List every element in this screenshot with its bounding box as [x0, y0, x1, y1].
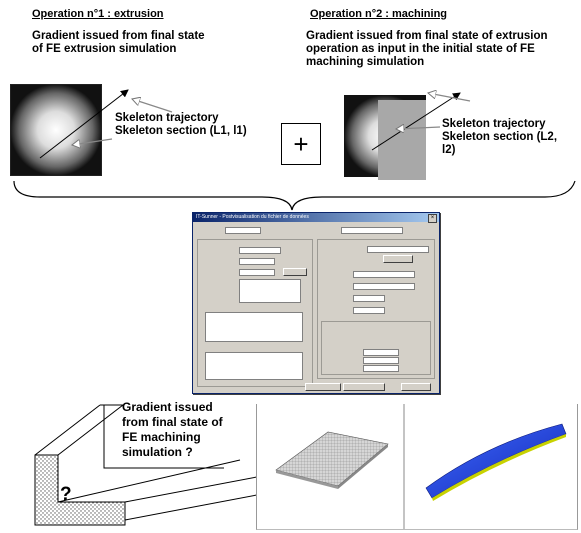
dialog-textarea[interactable]	[205, 352, 303, 380]
question-mark: ?	[60, 484, 72, 505]
operation2-section-label-line2: l2)	[442, 144, 456, 156]
operation2-description: Gradient issued from final state of extr…	[306, 30, 548, 69]
dialog-field[interactable]	[363, 349, 399, 356]
dialog-field[interactable]	[353, 283, 415, 290]
operation1-section-label: Skeleton section (L1, l1)	[115, 125, 247, 137]
plus-symbol: +	[293, 129, 309, 159]
dialog-button[interactable]	[283, 268, 307, 276]
dialog-button[interactable]	[305, 383, 341, 391]
operation2-trajectory-arrow	[371, 92, 461, 151]
dialog-field[interactable]	[239, 258, 275, 265]
dialog-list[interactable]	[239, 279, 301, 303]
dialog-close-button[interactable]: ×	[428, 214, 437, 223]
dialog-right-group	[317, 239, 435, 379]
operation2-trajectory-pointer	[428, 93, 471, 102]
dialog-titlebar: IT-Sunner - Postvisualisation du fichier…	[193, 213, 439, 222]
machined-part	[425, 423, 567, 499]
extrusion-gradient-square	[10, 84, 102, 176]
question-line4: simulation ?	[122, 445, 193, 459]
dialog-field[interactable]	[353, 271, 415, 278]
dialog-field[interactable]	[341, 227, 403, 234]
operation2-labels: Skeleton trajectory Skeleton section (L2…	[442, 118, 557, 157]
close-icon: ×	[430, 215, 435, 221]
operation1-trajectory-pointer	[132, 99, 173, 113]
operation2-heading: Operation n°2 : machining	[310, 8, 448, 20]
machined-section-overlay	[378, 100, 426, 180]
operation1-description-line1: Gradient issued from final state	[32, 30, 205, 42]
operation1-trajectory-arrow	[39, 89, 129, 159]
simulation-views	[275, 404, 567, 529]
dialog-field[interactable]	[353, 295, 385, 302]
plus-box: +	[281, 123, 321, 165]
operation2-section-label-line1: Skeleton section (L2,	[442, 131, 558, 143]
operation1-heading: Operation n°1 : extrusion	[32, 8, 164, 20]
dialog-field[interactable]	[225, 227, 261, 234]
operation1-description-line2: of FE extrusion simulation	[32, 43, 177, 55]
dialog-left-group	[197, 239, 313, 387]
l-profile-section	[34, 454, 126, 526]
operation1-description: Gradient issued from final state of FE e…	[32, 30, 205, 56]
dialog-field[interactable]	[239, 247, 281, 254]
machined-part-edge	[432, 434, 566, 501]
l-profile-drawing	[34, 404, 263, 526]
question-line1: Gradient issued	[122, 400, 213, 414]
operation1-trajectory-label: Skeleton trajectory	[115, 112, 219, 124]
dialog-field[interactable]	[239, 269, 275, 276]
dialog-button[interactable]	[401, 383, 431, 391]
question-line3: FE machining	[122, 430, 201, 444]
dialog-field[interactable]	[363, 365, 399, 372]
question-line2: from final state of	[122, 415, 223, 429]
brace	[13, 180, 576, 211]
dialog-subgroup	[321, 321, 431, 375]
dialog-field[interactable]	[367, 246, 429, 253]
dialog-field[interactable]	[353, 307, 385, 314]
operation1-labels: Skeleton trajectory Skeleton section (L1…	[115, 112, 247, 138]
operation2-description-line2: operation as input in the initial state …	[306, 43, 535, 55]
operation1-section-pointer	[72, 138, 113, 145]
dialog-button[interactable]	[343, 383, 385, 391]
operation2-description-line1: Gradient issued from final state of extr…	[306, 30, 548, 42]
question-text: Gradient issued from final state of FE m…	[122, 400, 223, 460]
operation2-section-pointer	[396, 127, 441, 129]
operation2-trajectory-label: Skeleton trajectory	[442, 118, 546, 130]
dialog-title: IT-Sunner - Postvisualisation du fichier…	[196, 214, 309, 220]
dialog-button[interactable]	[383, 255, 413, 263]
dialog-field[interactable]	[363, 357, 399, 364]
dialog-textarea[interactable]	[205, 312, 303, 342]
operation2-description-line3: machining simulation	[306, 56, 425, 68]
software-dialog: IT-Sunner - Postvisualisation du fichier…	[192, 212, 440, 394]
